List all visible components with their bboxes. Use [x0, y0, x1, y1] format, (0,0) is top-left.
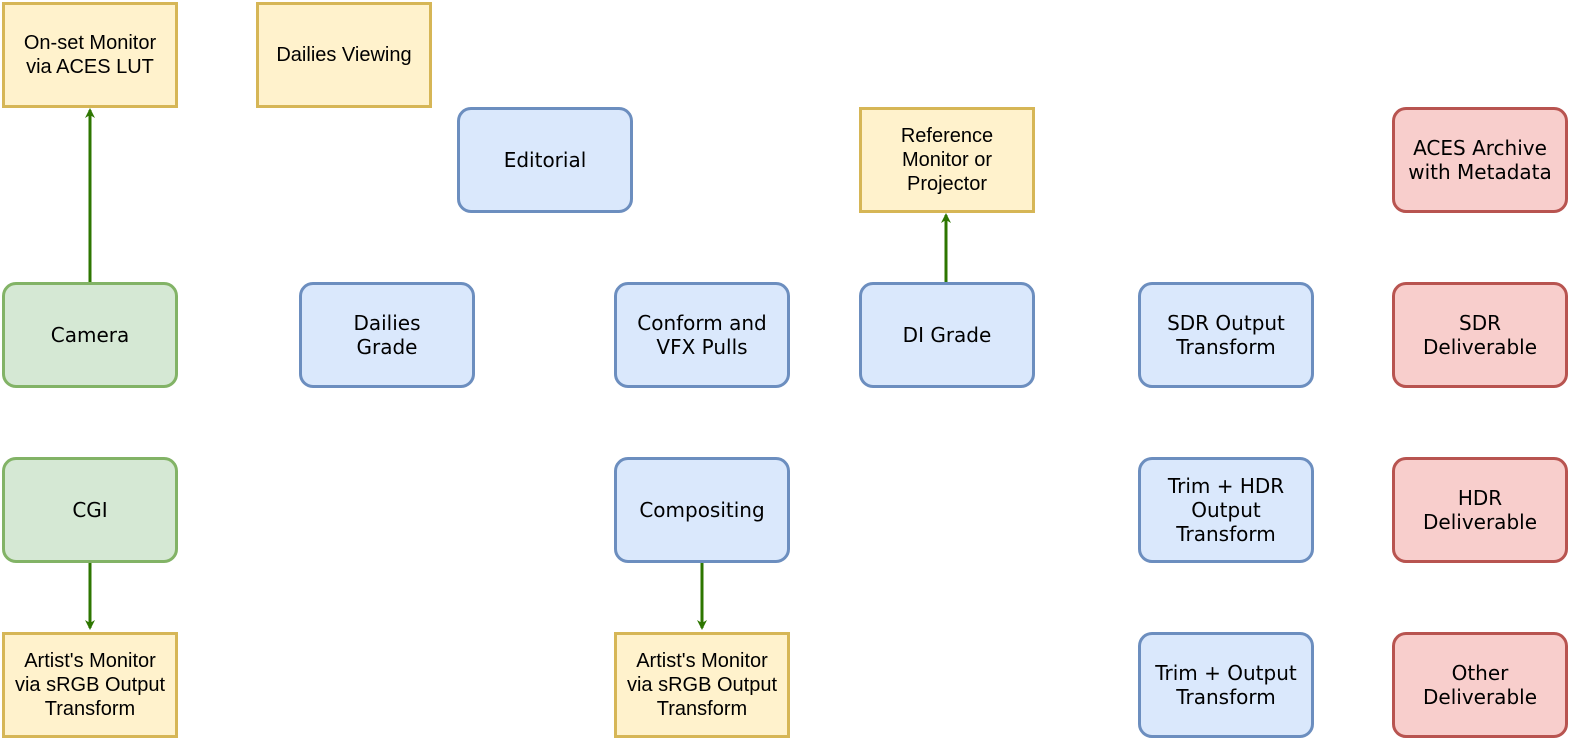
artist-monitor-compositing-node: Artist's Monitor via sRGB Output Transfo…: [614, 632, 790, 738]
editorial-node: Editorial: [457, 107, 633, 213]
aces-archive-node: ACES Archive with Metadata: [1392, 107, 1568, 213]
dailies-viewing-node: Dailies Viewing: [256, 2, 432, 108]
compositing-node: Compositing: [614, 457, 790, 563]
onset-monitor-node: On-set Monitor via ACES LUT: [2, 2, 178, 108]
reference-monitor-node: Reference Monitor or Projector: [859, 107, 1035, 213]
artist-monitor-cgi-node: Artist's Monitor via sRGB Output Transfo…: [2, 632, 178, 738]
trim-output-transform-node: Trim + Output Transform: [1138, 632, 1314, 738]
cgi-node: CGI: [2, 457, 178, 563]
edges-layer: [85, 108, 951, 630]
dailies-grade-node: Dailies Grade: [299, 282, 475, 388]
sdr-deliverable-node: SDR Deliverable: [1392, 282, 1568, 388]
hdr-deliverable-node: HDR Deliverable: [1392, 457, 1568, 563]
camera-node: Camera: [2, 282, 178, 388]
di-grade-node: DI Grade: [859, 282, 1035, 388]
conform-vfx-pulls-node: Conform and VFX Pulls: [614, 282, 790, 388]
trim-hdr-output-transform-node: Trim + HDR Output Transform: [1138, 457, 1314, 563]
other-deliverable-node: Other Deliverable: [1392, 632, 1568, 738]
sdr-output-transform-node: SDR Output Transform: [1138, 282, 1314, 388]
